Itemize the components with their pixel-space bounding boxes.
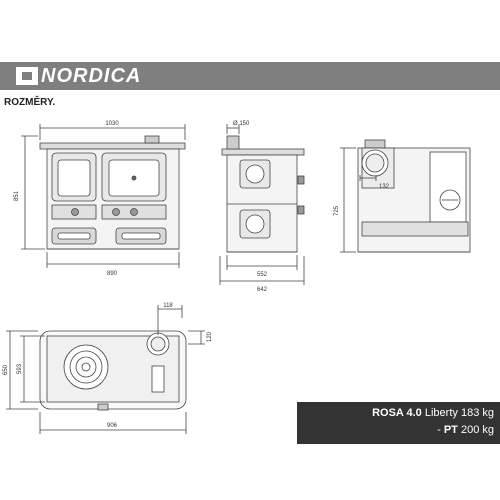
dim-top-flue-y: 120 xyxy=(207,331,213,342)
logo-mark-icon xyxy=(16,67,38,85)
brand-banner: NORDICA xyxy=(0,62,500,90)
spec-box: ROSA 4.0 Liberty 183 kg - PT 200 kg xyxy=(297,402,500,444)
dim-flue-diameter: Ø 150 xyxy=(233,121,250,127)
variant-weight: 200 kg xyxy=(460,424,494,436)
front-view xyxy=(21,124,186,268)
spec-line-2: - PT 200 kg xyxy=(437,424,494,436)
dim-top-width: 906 xyxy=(107,423,118,429)
side-view xyxy=(219,124,305,285)
top-view xyxy=(6,305,205,434)
dim-front-height: 851 xyxy=(14,190,20,201)
dim-top-flue-x: 118 xyxy=(163,303,173,309)
model-name: ROSA 4.0 xyxy=(372,407,422,419)
section-title: ROZMĚRY. xyxy=(4,97,56,108)
dim-front-width: 1030 xyxy=(105,121,119,127)
model-variant: Liberty xyxy=(424,407,458,419)
logo-text: NORDICA xyxy=(41,64,142,87)
dim-side-depth-inner: 552 xyxy=(257,272,268,278)
dim-front-base-width: 890 xyxy=(107,271,118,277)
rear-view xyxy=(340,139,471,253)
variant-pt: PT xyxy=(443,424,458,436)
dim-side-depth-outer: 642 xyxy=(257,287,268,293)
nordica-logo: NORDICA xyxy=(16,64,142,87)
model-weight: 183 kg xyxy=(460,407,494,419)
dim-rear-flue-offset: 132 xyxy=(379,184,390,190)
dim-rear-height: 725 xyxy=(334,205,340,216)
spec-line-1: ROSA 4.0 Liberty 183 kg xyxy=(372,407,494,419)
variant-prefix: - xyxy=(437,424,444,436)
dim-top-depth-inner: 593 xyxy=(17,363,23,374)
dim-top-depth-outer: 650 xyxy=(3,364,9,375)
